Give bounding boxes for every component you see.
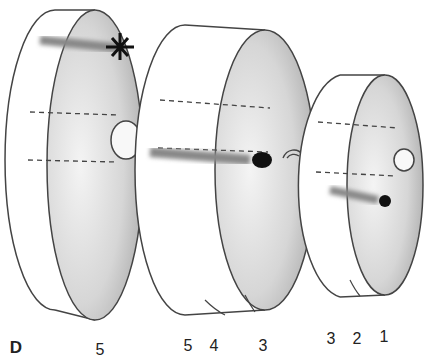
callout-number: 2 (353, 331, 362, 347)
callout-number: 4 (210, 338, 219, 354)
middle-section (135, 25, 315, 315)
callout-number: 3 (327, 331, 336, 347)
callout-number: 5 (184, 338, 193, 354)
callout-number: 3 (259, 338, 268, 354)
left-section (5, 10, 143, 320)
right-section (298, 75, 423, 297)
panel-letter: D (10, 339, 22, 356)
callout-number: 1 (380, 329, 389, 345)
callout-number: 5 (96, 342, 105, 358)
